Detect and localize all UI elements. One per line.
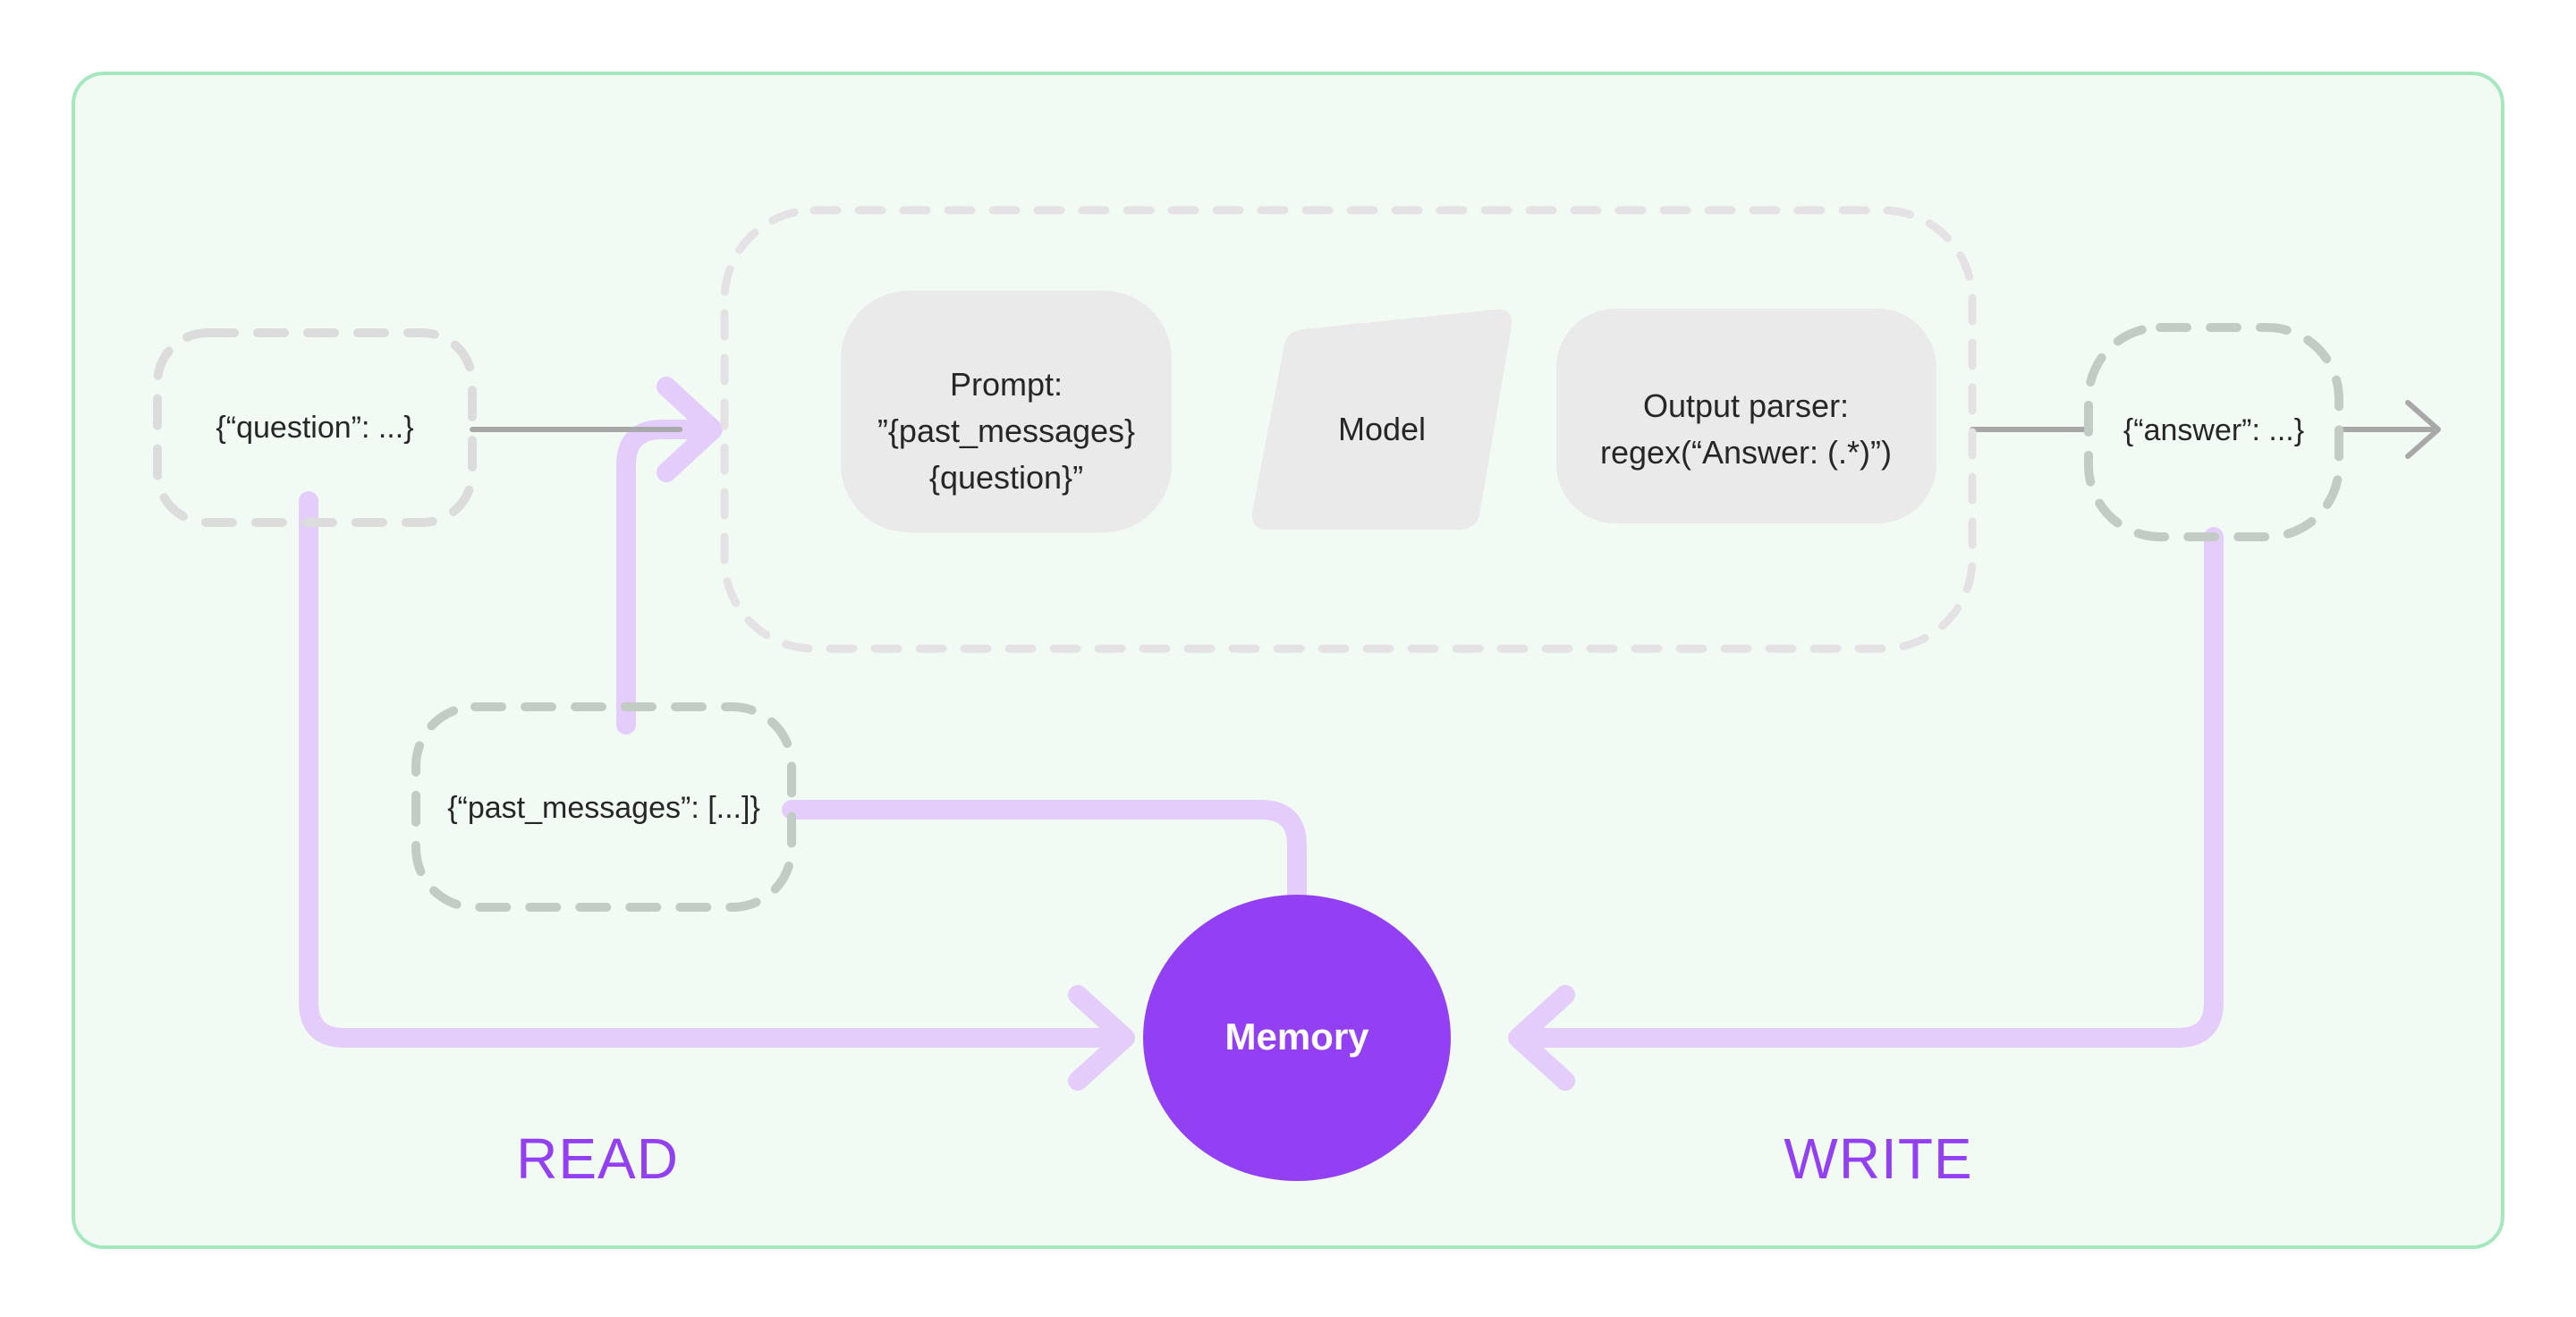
node-memory[interactable] (1143, 895, 1451, 1181)
chain-step-model-line-0: Model (1338, 411, 1426, 447)
node-past-messages-label: {“past_messages”: [...]} (447, 791, 760, 825)
arrowhead-past-messages-into-chain (657, 377, 723, 482)
chain-step-output-parser[interactable] (1556, 309, 1936, 523)
node-question-label: {“question”: ...} (216, 411, 413, 445)
label-write: WRITE (1784, 1126, 1972, 1191)
chain-step-output-parser-line-1: regex(“Answer: (.*)”) (1600, 434, 1892, 471)
node-answer[interactable] (2084, 323, 2343, 541)
flow-answer-to-memory (1511, 527, 2224, 1048)
flow-past-messages-to-memory (782, 800, 1307, 940)
chain-step-prompt-line-0: Prompt: (950, 366, 1063, 403)
arrowhead-write-into-memory (1508, 985, 1575, 1091)
node-question[interactable] (153, 328, 477, 527)
chain-step-output-parser-line-0: Output parser: (1643, 387, 1849, 424)
arrowhead-answer-output (2405, 400, 2441, 459)
chain-step-prompt[interactable] (841, 291, 1172, 532)
node-answer-label: {“answer”: ...} (2123, 413, 2304, 447)
chain-step-prompt-line-1: ”{past_messages} (877, 412, 1135, 449)
node-memory-label: Memory (1224, 1015, 1369, 1058)
node-past-messages[interactable] (411, 702, 796, 912)
arrowhead-read-into-memory (1068, 985, 1135, 1091)
chain-step-prompt-line-2: {question}” (929, 459, 1083, 496)
flow-question-to-memory (299, 491, 1132, 1048)
chain-group[interactable] (720, 206, 1977, 653)
label-read: READ (516, 1126, 679, 1191)
chain-step-model[interactable] (1251, 309, 1513, 530)
